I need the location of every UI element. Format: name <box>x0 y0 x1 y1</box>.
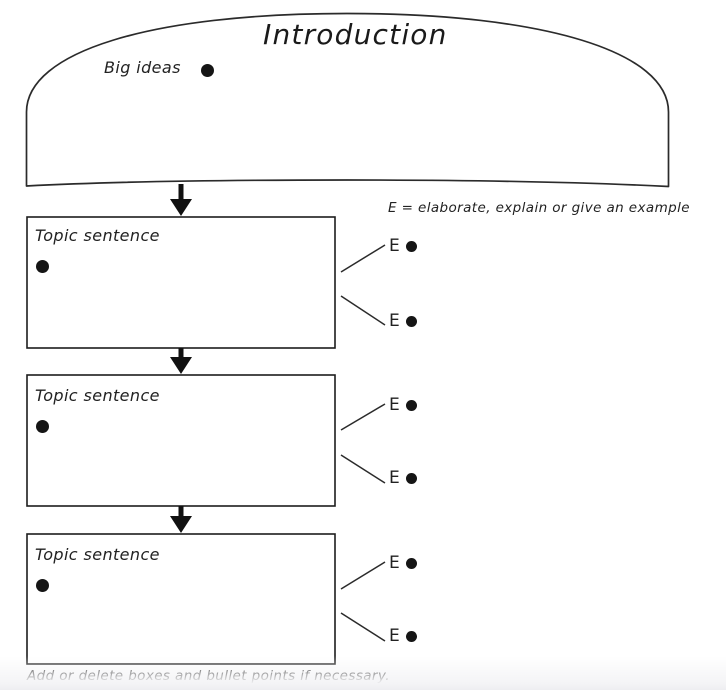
elaboration-label-3-1: E <box>389 553 401 573</box>
elaboration-label-1-1: E <box>389 236 401 256</box>
connector-box-2-elaborations <box>340 403 386 484</box>
arrow-box-1-to-box-2 <box>170 348 192 374</box>
introduction-dome-shape[interactable] <box>25 12 670 188</box>
arrow-intro-to-box-1 <box>170 184 192 216</box>
topic-sentence-heading-3: Topic sentence <box>35 545 160 564</box>
elaboration-label-2-2: E <box>389 468 401 488</box>
elaboration-label-3-2: E <box>389 626 401 646</box>
legend-label: E = elaborate, explain or give an exampl… <box>388 200 690 216</box>
topic-sentence-heading-1: Topic sentence <box>35 226 160 245</box>
connector-box-1-elaborations <box>340 244 386 326</box>
elaboration-bullet-3-2[interactable] <box>406 631 417 642</box>
elaboration-bullet-2-2[interactable] <box>406 473 417 484</box>
elaboration-bullet-1-2[interactable] <box>406 316 417 327</box>
footnote-instruction: Add or delete boxes and bullet points if… <box>27 668 390 684</box>
elaboration-bullet-3-1[interactable] <box>406 558 417 569</box>
connector-box-3-elaborations <box>340 561 386 642</box>
topic-bullet-3-1[interactable] <box>36 579 49 592</box>
big-ideas-bullet[interactable] <box>201 64 214 77</box>
elaboration-label-2-1: E <box>389 395 401 415</box>
topic-sentence-box-3[interactable] <box>26 533 336 665</box>
elaboration-bullet-2-1[interactable] <box>406 400 417 411</box>
elaboration-bullet-1-1[interactable] <box>406 241 417 252</box>
topic-sentence-heading-2: Topic sentence <box>35 386 160 405</box>
elaboration-label-1-2: E <box>389 311 401 331</box>
arrow-box-2-to-box-3 <box>170 506 192 533</box>
topic-sentence-box-1[interactable] <box>26 216 336 349</box>
page-title: Introduction <box>263 18 448 51</box>
topic-bullet-2-1[interactable] <box>36 420 49 433</box>
topic-bullet-1-1[interactable] <box>36 260 49 273</box>
big-ideas-label: Big ideas <box>104 58 181 77</box>
